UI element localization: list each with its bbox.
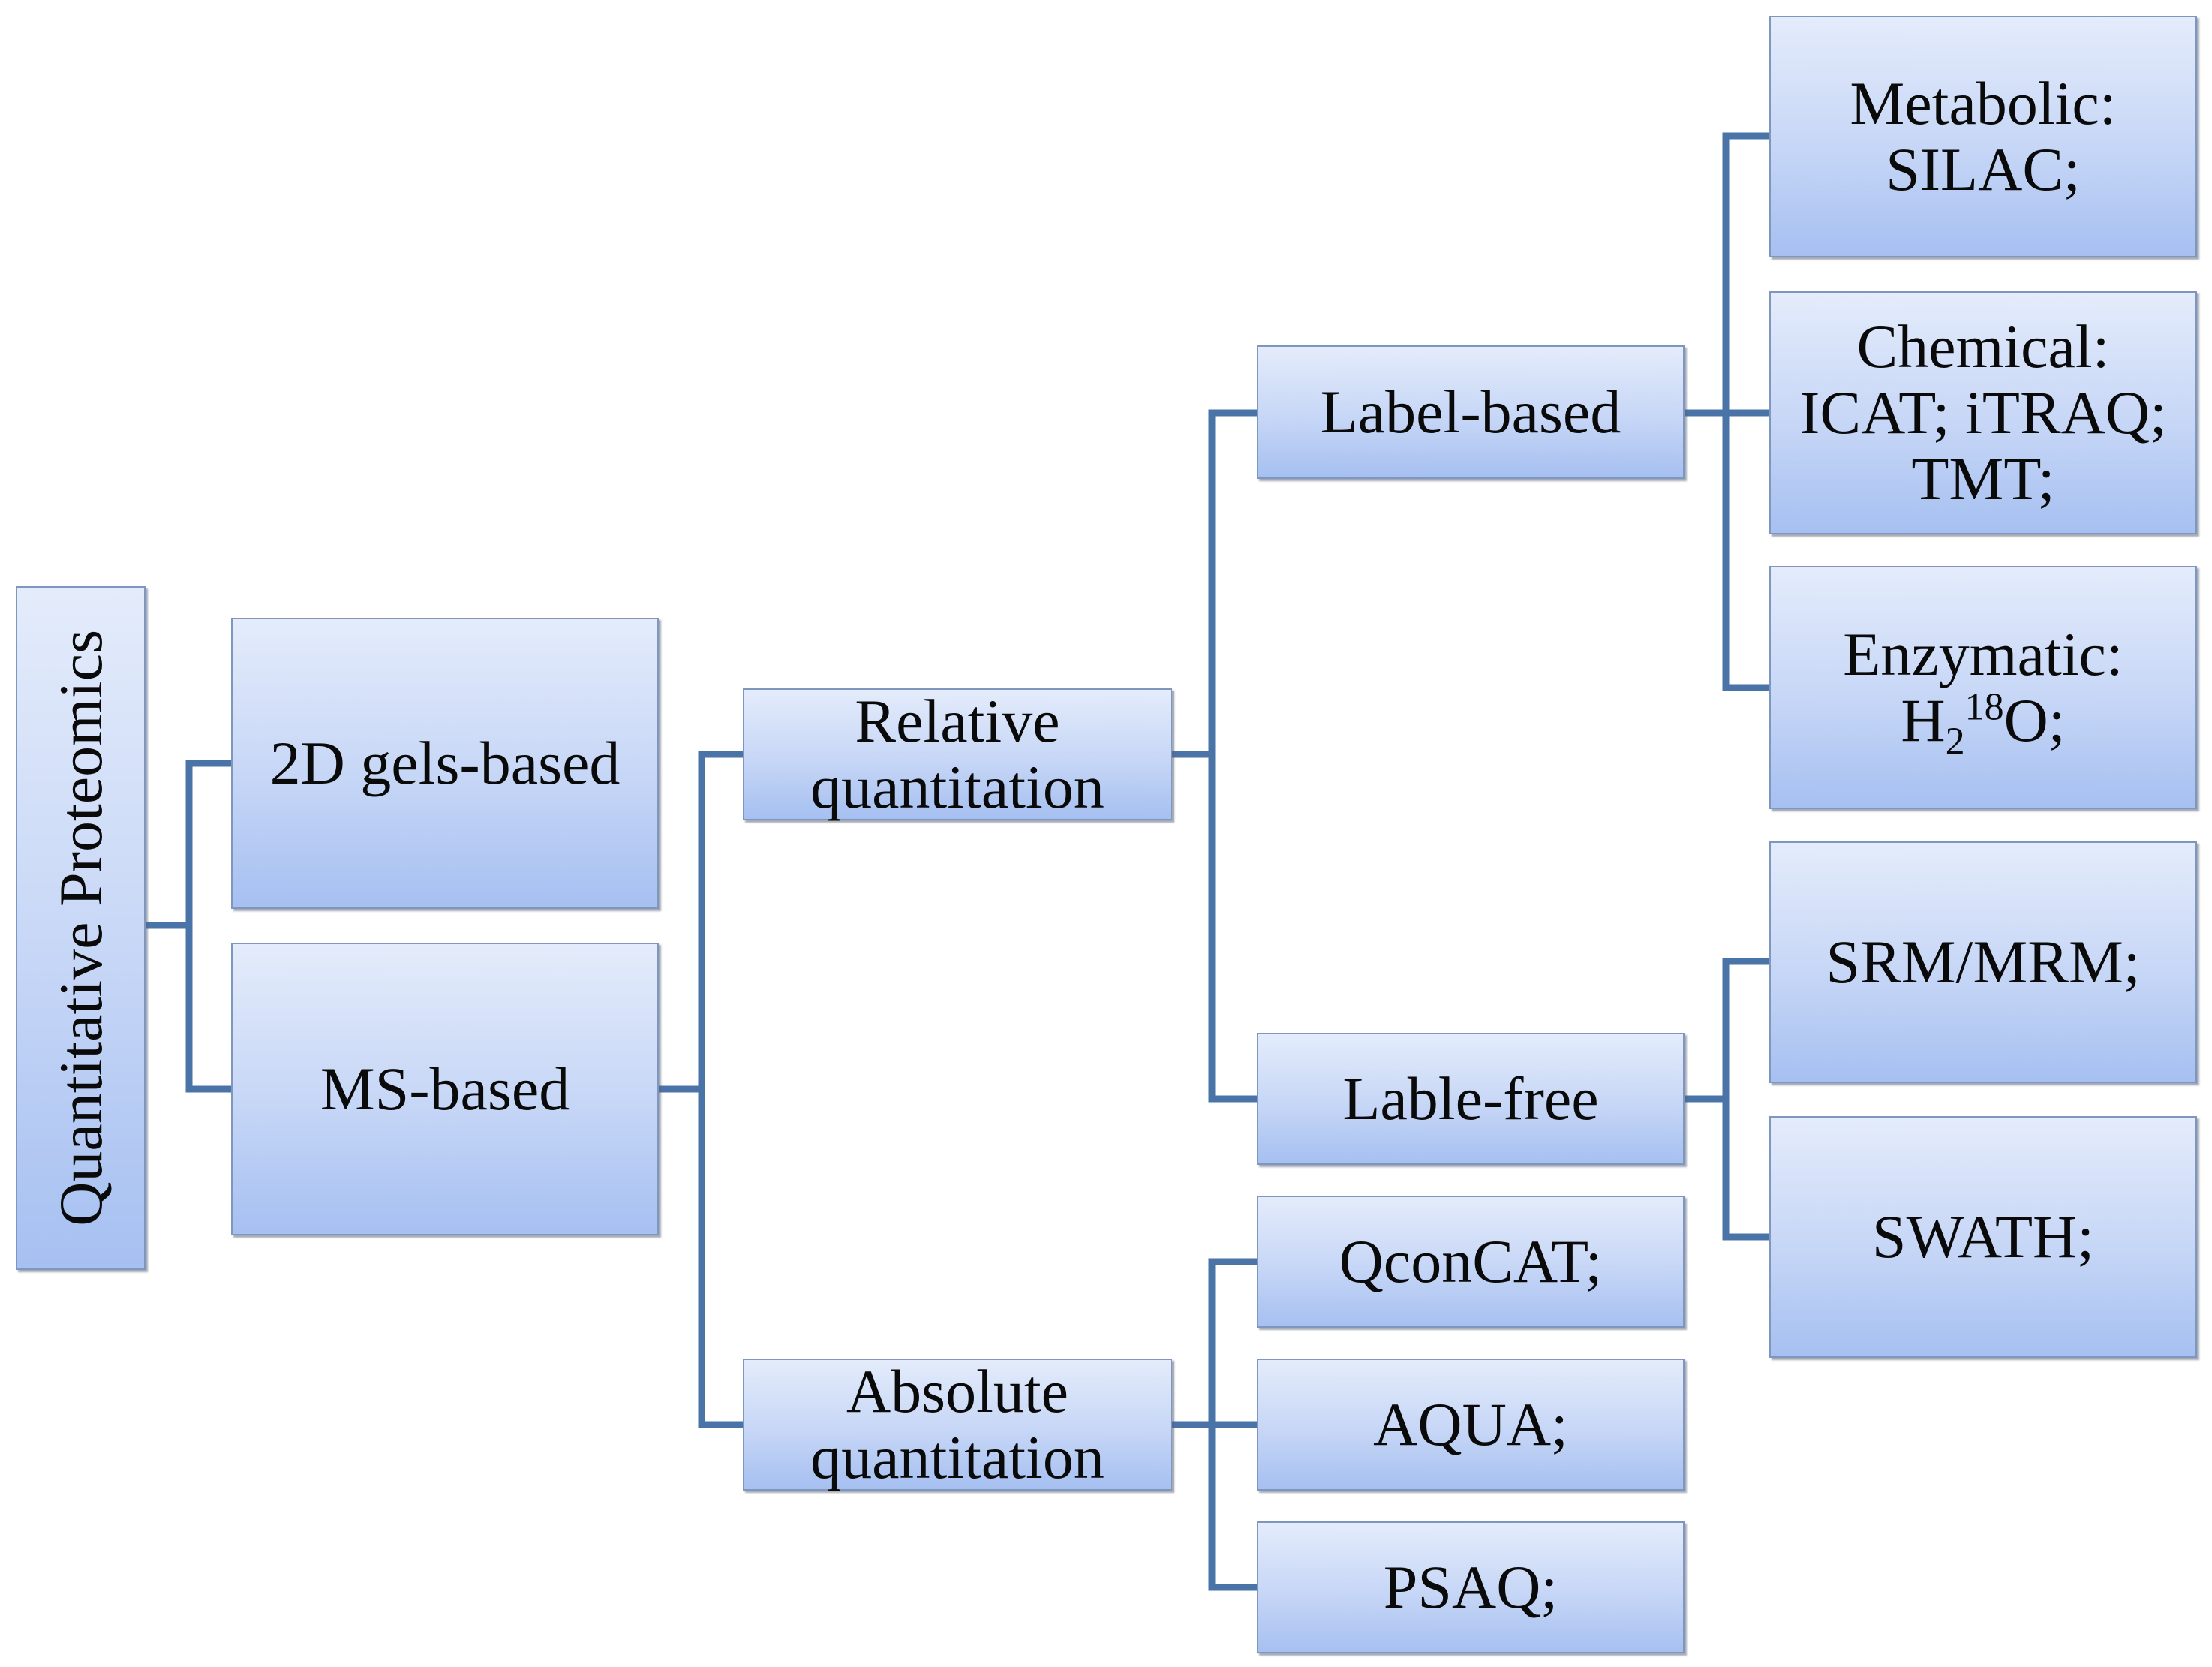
absolute-label-line-1: Absolute <box>846 1357 1069 1425</box>
connector-label-free-branches <box>1722 958 1769 1241</box>
root-label: Quantitative Proteomics <box>46 630 115 1226</box>
formula-superscript: 18 <box>1964 685 2004 729</box>
label-free-node: Lable-free <box>1257 1033 1685 1165</box>
metabolic-node: Metabolic: SILAC; <box>1769 16 2197 257</box>
formula-subscript: 2 <box>1945 720 1965 763</box>
label-based-label: Label-based <box>1320 378 1621 446</box>
absolute-quantitation-node: Absolute quantitation <box>743 1359 1172 1491</box>
absolute-label-line-2: quantitation <box>810 1423 1104 1491</box>
ms-based-node: MS-based <box>231 943 659 1235</box>
psaq-label: PSAQ; <box>1383 1553 1558 1621</box>
aqua-label: AQUA; <box>1373 1390 1568 1458</box>
chemical-label-line-3: TMT; <box>1911 444 2055 513</box>
metabolic-label-line-2: SILAC; <box>1886 135 2081 203</box>
ms-based-label: MS-based <box>320 1055 570 1123</box>
label-based-node: Label-based <box>1257 345 1685 479</box>
aqua-node: AQUA; <box>1257 1359 1685 1491</box>
label-free-label: Lable-free <box>1342 1064 1599 1133</box>
srm-mrm-node: SRM/MRM; <box>1769 841 2197 1083</box>
enzymatic-label-line-1: Enzymatic: <box>1843 620 2123 688</box>
gels-based-node: 2D gels-based <box>231 618 659 909</box>
enzymatic-node: Enzymatic: H218O; <box>1769 566 2197 809</box>
chemical-label-line-1: Chemical: <box>1856 312 2110 381</box>
relative-quantitation-node: Relative quantitation <box>743 688 1172 820</box>
connector-ms-branches <box>698 751 743 1428</box>
metabolic-label-line-1: Metabolic: <box>1850 69 2117 137</box>
formula-rest: O; <box>2003 686 2066 754</box>
swath-label: SWATH; <box>1871 1202 2095 1271</box>
enzymatic-formula: H218O; <box>1901 685 2066 761</box>
chemical-node: Chemical: ICAT; iTRAQ; TMT; <box>1769 291 2197 534</box>
connector-relative-branches <box>1208 409 1257 1103</box>
swath-node: SWATH; <box>1769 1116 2197 1358</box>
relative-label-line-1: Relative <box>855 687 1060 755</box>
connector-root-branches <box>185 760 231 1093</box>
qconcat-label: QconCAT; <box>1339 1227 1603 1295</box>
root-node: Quantitative Proteomics <box>16 586 146 1270</box>
srm-mrm-label: SRM/MRM; <box>1826 928 2141 996</box>
formula-h: H <box>1901 686 1946 754</box>
psaq-node: PSAQ; <box>1257 1521 1685 1653</box>
relative-label-line-2: quantitation <box>810 753 1104 821</box>
chemical-label-line-2: ICAT; iTRAQ; <box>1799 378 2167 447</box>
qconcat-node: QconCAT; <box>1257 1196 1685 1328</box>
gels-based-label: 2D gels-based <box>269 729 621 797</box>
